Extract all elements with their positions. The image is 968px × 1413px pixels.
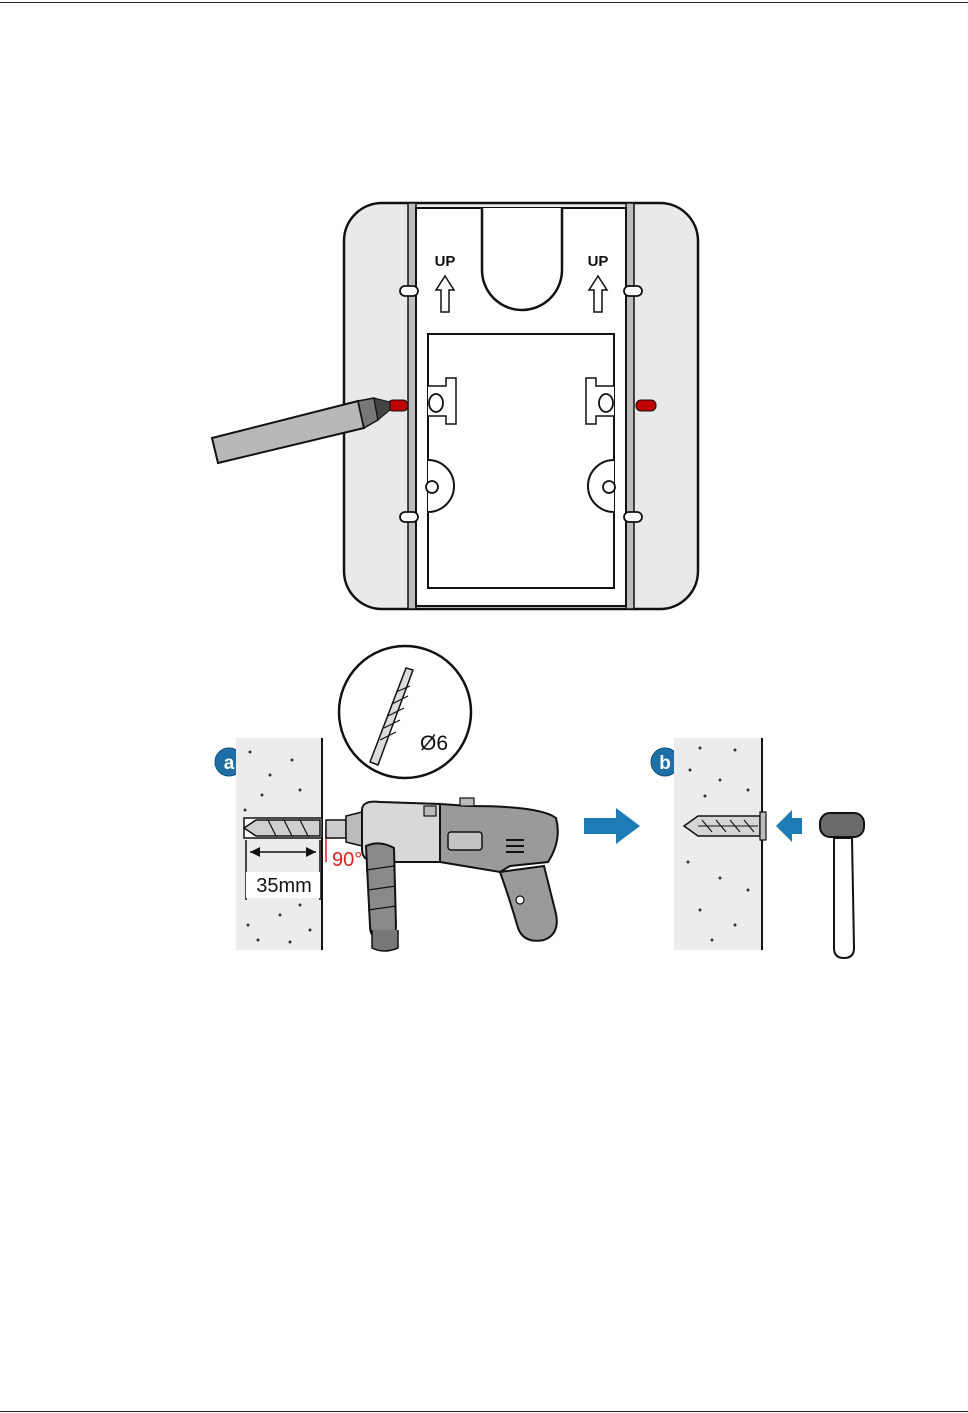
rail-slot: [624, 512, 642, 522]
plate-top-slot: [482, 208, 562, 310]
step-a-label: a: [224, 753, 235, 774]
rail-slot: [624, 286, 642, 296]
rail-slot: [400, 512, 418, 522]
drill-mark-left: [388, 400, 408, 411]
plate-right-hole: [599, 394, 613, 412]
rail-slot: [400, 286, 418, 296]
up-label-left: UP: [435, 253, 456, 270]
plate-left-hole: [429, 394, 443, 412]
up-label-right: UP: [588, 253, 609, 270]
plate-rail-left: [408, 203, 416, 609]
plate-right-screw-hole: [603, 481, 615, 493]
drill-bit-detail-circle: [339, 646, 471, 778]
plate-inner-window: [428, 334, 614, 588]
push-arrow-icon: [776, 810, 802, 842]
wall-b: [674, 738, 762, 950]
drill-mark-right: [636, 400, 656, 411]
plate-rail-right: [626, 203, 634, 609]
plate-left-screw-hole: [426, 481, 438, 493]
step-b-label: b: [659, 753, 671, 774]
power-drill-icon: [326, 798, 558, 951]
drill-angle-label: 90°: [332, 849, 362, 871]
wall-a: [236, 738, 322, 950]
drill-bit-in-wall: [244, 820, 320, 836]
hammer-icon: [820, 813, 864, 958]
drill-bit-diameter-label: Ø6: [420, 732, 448, 755]
drill-depth-label: 35mm: [256, 875, 312, 897]
drilling-figure: Ø6 a 35mm 90°: [215, 646, 864, 958]
mounting-plate-figure: UP UP: [212, 203, 698, 609]
transition-arrow-icon: [584, 808, 640, 844]
